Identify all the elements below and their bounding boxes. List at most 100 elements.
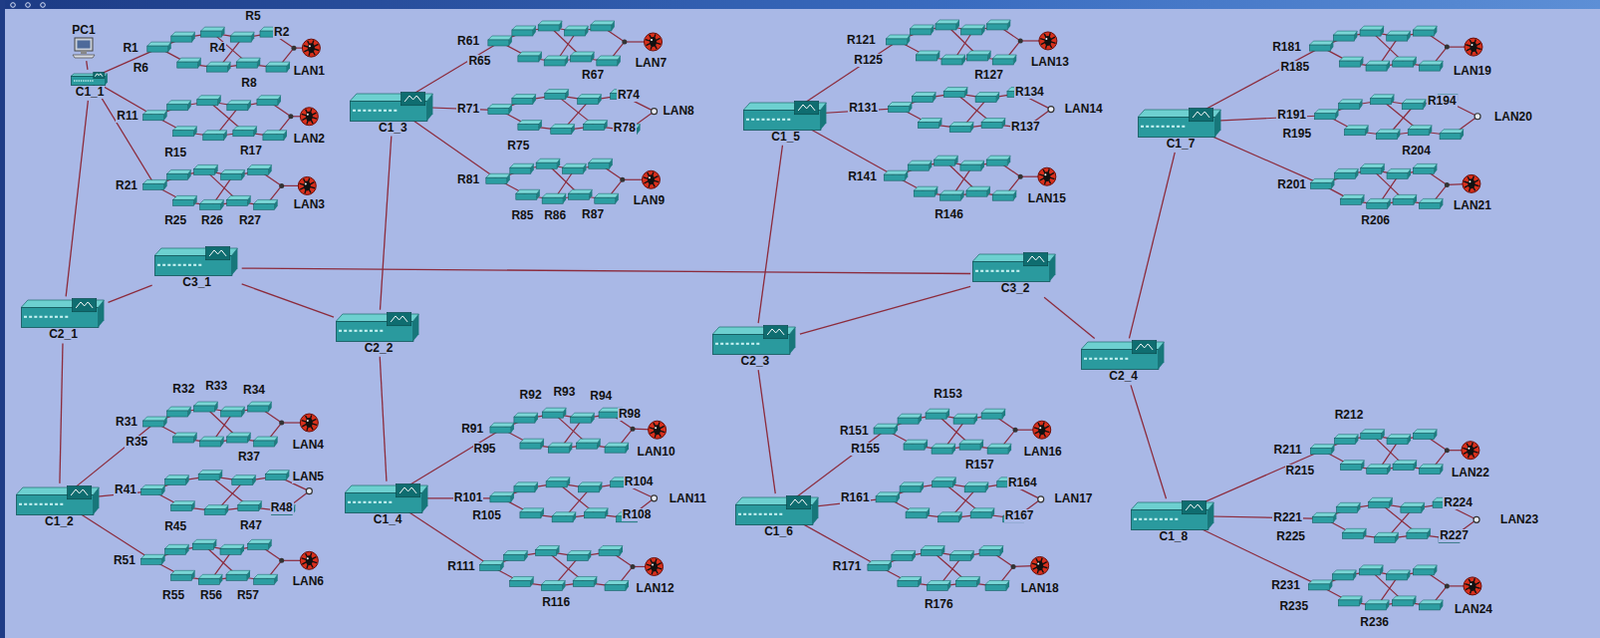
switch-port bbox=[89, 79, 91, 82]
node-label: C2_4 bbox=[1107, 369, 1139, 383]
router-top bbox=[949, 122, 974, 127]
router-top bbox=[1368, 497, 1393, 502]
router-icon bbox=[883, 170, 908, 181]
switch-port bbox=[352, 501, 356, 504]
router-icon bbox=[248, 401, 272, 412]
router-icon bbox=[167, 406, 192, 417]
router-top bbox=[1418, 60, 1443, 65]
lan-node: LAN10 bbox=[636, 445, 677, 459]
router-icon bbox=[1359, 25, 1384, 36]
router-front bbox=[604, 583, 626, 590]
router-icon bbox=[204, 505, 229, 516]
switch-port bbox=[715, 342, 719, 345]
node-label: LAN14 bbox=[1064, 102, 1104, 116]
lan-leg bbox=[646, 567, 651, 570]
lan-leg bbox=[645, 39, 651, 41]
router-name: R2 bbox=[272, 25, 290, 39]
router-name: R176 bbox=[923, 597, 955, 611]
switch-node: C1_1 bbox=[70, 71, 109, 99]
router-front bbox=[173, 436, 195, 443]
router-icon bbox=[1344, 125, 1369, 136]
router-front bbox=[1344, 129, 1366, 136]
router-icon bbox=[167, 169, 192, 180]
router-icon bbox=[583, 508, 608, 519]
router-side bbox=[1335, 109, 1339, 120]
router-icon bbox=[566, 549, 591, 560]
router-front bbox=[1418, 64, 1440, 71]
router-side bbox=[164, 179, 168, 190]
router-side bbox=[938, 118, 942, 129]
lan-blob bbox=[1464, 37, 1483, 56]
router-side bbox=[224, 130, 228, 141]
router-side bbox=[1013, 190, 1017, 201]
router-side bbox=[988, 50, 992, 61]
router-icon bbox=[167, 100, 192, 111]
router-icon bbox=[1385, 569, 1410, 580]
router-side bbox=[534, 412, 538, 423]
lan-body bbox=[650, 560, 658, 571]
switch-port bbox=[352, 108, 356, 111]
lan-icon bbox=[301, 38, 320, 57]
router-top bbox=[953, 413, 978, 418]
switch-port bbox=[347, 501, 351, 504]
router-top bbox=[867, 559, 892, 564]
router-top bbox=[975, 92, 1000, 97]
router-side bbox=[225, 505, 229, 516]
lan-eye bbox=[308, 44, 311, 47]
router-name: R37 bbox=[237, 450, 262, 464]
switch-port bbox=[1150, 125, 1154, 128]
router-top bbox=[504, 549, 529, 554]
wire bbox=[387, 428, 503, 499]
router-front bbox=[207, 65, 229, 72]
router-front bbox=[544, 93, 566, 100]
router-icon bbox=[1418, 599, 1443, 610]
router-top bbox=[566, 549, 591, 554]
router-front bbox=[986, 159, 1008, 166]
router-top bbox=[1315, 109, 1339, 114]
junction-dot bbox=[278, 420, 284, 426]
router-front bbox=[266, 65, 287, 72]
lan-blob bbox=[1462, 174, 1481, 193]
router-front bbox=[230, 35, 252, 42]
router-front bbox=[194, 405, 216, 412]
router-icon bbox=[141, 553, 166, 564]
router-name: R86 bbox=[542, 209, 567, 223]
switch-port bbox=[373, 501, 377, 504]
router-top bbox=[604, 579, 629, 584]
router-side bbox=[987, 186, 991, 197]
junction-dot bbox=[278, 557, 284, 563]
switch-port bbox=[1114, 357, 1118, 360]
router-front bbox=[1392, 60, 1414, 67]
router-top bbox=[535, 158, 560, 163]
router-front bbox=[1385, 573, 1407, 580]
router-side bbox=[617, 55, 621, 66]
lan-blob bbox=[1463, 576, 1482, 595]
router-top bbox=[960, 160, 985, 165]
router-top bbox=[590, 20, 615, 25]
lan-leg bbox=[1034, 427, 1040, 429]
switch-side bbox=[812, 497, 819, 526]
router-icon bbox=[596, 55, 621, 66]
router-front bbox=[907, 164, 929, 171]
node-label: LAN3 bbox=[292, 198, 326, 212]
router-icon bbox=[1418, 60, 1443, 71]
router-side bbox=[980, 439, 984, 450]
router-top bbox=[987, 443, 1012, 448]
router-front bbox=[177, 61, 199, 68]
router-front bbox=[167, 104, 189, 111]
junction-dot bbox=[287, 113, 293, 119]
router-top bbox=[226, 569, 251, 574]
router-icon bbox=[909, 24, 934, 35]
router-side bbox=[974, 413, 978, 424]
router-icon bbox=[1401, 99, 1426, 110]
router-top bbox=[248, 401, 272, 406]
router-name: R17 bbox=[239, 144, 264, 158]
router-side bbox=[274, 573, 278, 584]
router-top bbox=[171, 501, 196, 506]
router-side bbox=[1000, 544, 1004, 555]
router-icon bbox=[200, 436, 225, 447]
router-icon bbox=[194, 401, 219, 412]
lan-body bbox=[653, 424, 661, 435]
lan-node: LAN9 bbox=[632, 194, 666, 208]
